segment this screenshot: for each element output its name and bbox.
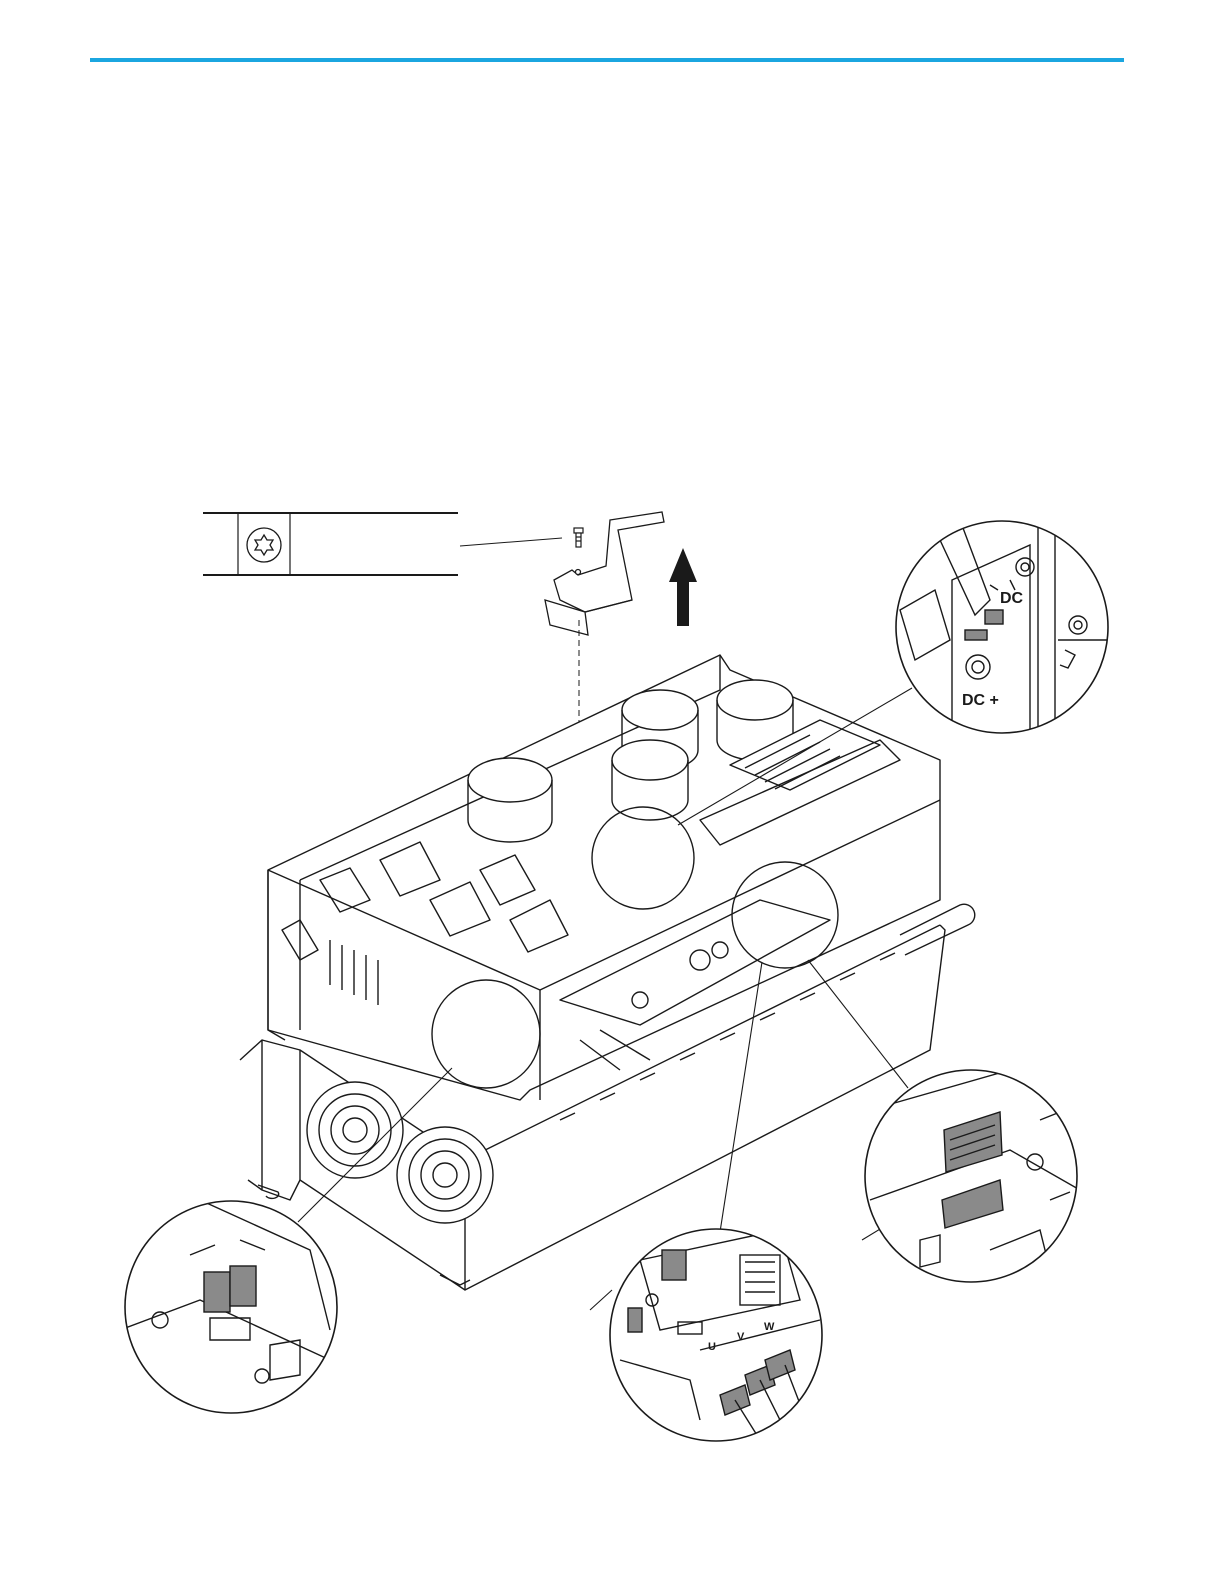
callout-fan-connector [120,1200,337,1413]
bracket [545,512,664,635]
terminal-label-w: W [764,1321,775,1333]
terminal-label-u: U [708,1341,716,1353]
screw [574,528,583,547]
up-arrow-icon [669,548,697,626]
dc-label-top: DC [1000,590,1024,607]
callout-uvw-terminals: U V W [610,1229,822,1441]
torx-screwdriver-icon [247,528,281,562]
leader-line-screw [460,538,562,546]
callout-ribbon-connector [865,1070,1080,1282]
dc-label-bottom: DC + [962,692,999,709]
callout-dc-terminals: DC DC + [896,520,1110,760]
tool-table [203,513,458,575]
terminal-label-v: V [737,1331,745,1343]
drive-chassis [240,655,975,1290]
